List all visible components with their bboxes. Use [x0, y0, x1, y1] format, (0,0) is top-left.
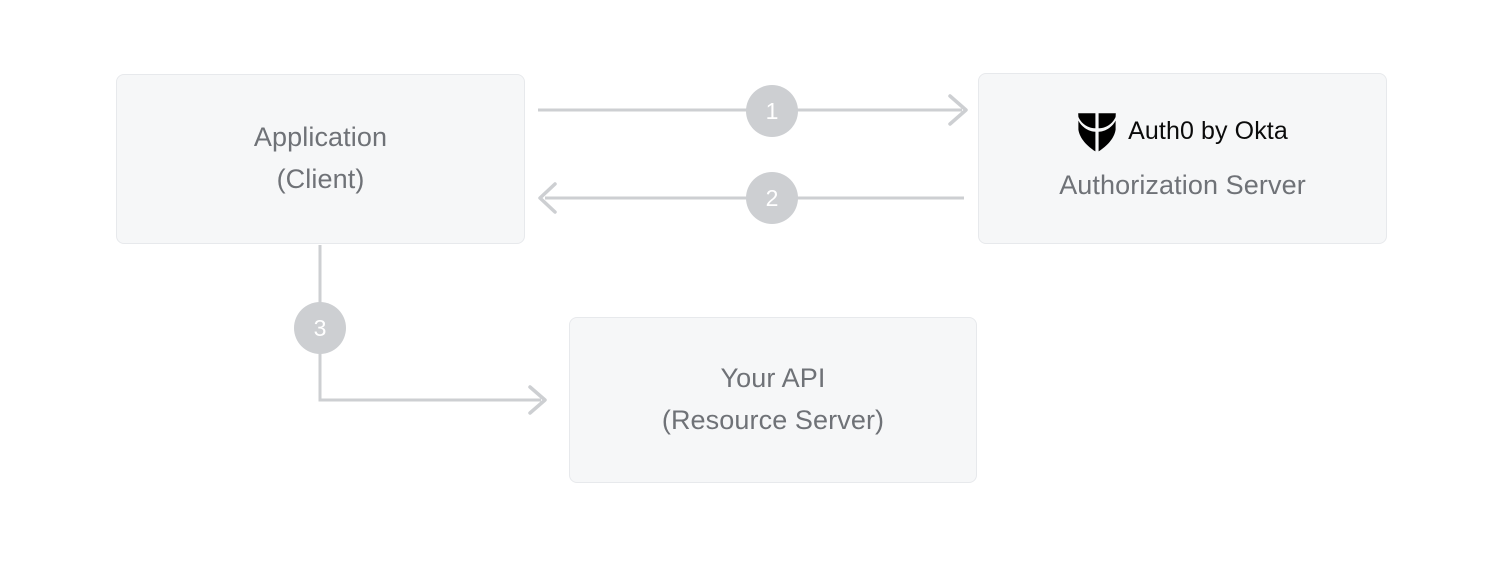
node-authorization-server: Auth0 by Okta Authorization Server [978, 73, 1387, 244]
step-badge-1: 1 [746, 85, 798, 137]
connector-step-3 [318, 245, 547, 415]
node-authorization-server-label: Authorization Server [1059, 169, 1306, 200]
node-your-api-line-2: (Resource Server) [661, 405, 885, 435]
step-badge-3: 3 [294, 302, 346, 354]
node-application-line-1: Application [253, 122, 388, 153]
node-application-line-2: (Client) [276, 164, 365, 194]
auth0-brand-name: Auth0 by Okta [1128, 117, 1288, 146]
step-badge-2: 2 [746, 172, 798, 224]
node-your-api: Your API (Resource Server) [569, 317, 977, 483]
auth0-okta-shield-icon [1078, 112, 1116, 151]
auth0-brand-lockup: Auth0 by Okta [1077, 111, 1288, 153]
node-application: Application (Client) [116, 74, 525, 244]
node-your-api-line-1: Your API [720, 363, 826, 394]
